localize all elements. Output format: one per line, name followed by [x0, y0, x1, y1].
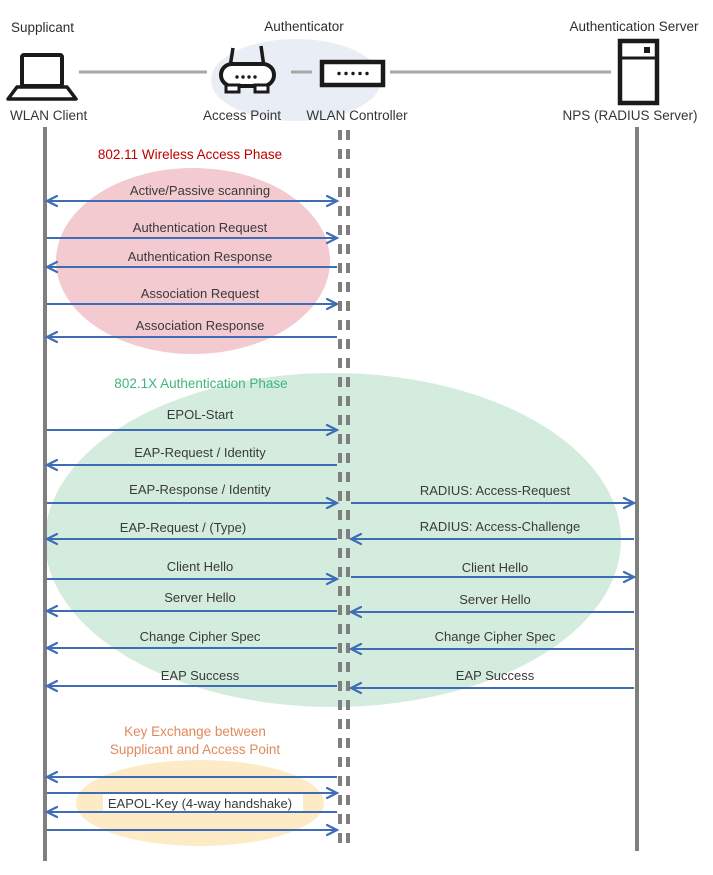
device-label-radius-server: NPS (RADIUS Server)	[562, 108, 698, 123]
arrowhead-left-icon	[44, 805, 59, 819]
access-point-icon	[219, 45, 276, 94]
role-authenticator: Authenticator	[264, 19, 344, 34]
message-label: Server Hello	[459, 592, 531, 607]
message-label: EAP Success	[455, 668, 535, 683]
message-label: Association Request	[140, 286, 260, 301]
phase1-ellipse	[56, 168, 330, 354]
phase2-title: 802.1X Authentication Phase	[114, 376, 288, 391]
message-label: Authentication Request	[132, 220, 268, 235]
message-label: Change Cipher Spec	[434, 629, 556, 644]
arrowhead-right-icon	[325, 194, 340, 208]
eapol-key-label-box	[103, 794, 303, 813]
arrowhead-left-icon	[348, 532, 363, 546]
arrowhead-right-icon	[325, 231, 340, 245]
server-icon	[617, 38, 660, 106]
message-label: Active/Passive scanning	[129, 183, 271, 198]
message-label: RADIUS: Access-Challenge	[419, 519, 581, 534]
phase1-title: 802.11 Wireless Access Phase	[97, 147, 283, 162]
arrowhead-left-icon	[348, 642, 363, 656]
arrowhead-left-icon	[44, 532, 59, 546]
arrowhead-right-icon	[325, 423, 340, 437]
message-label: EAPOL-Key (4-way handshake)	[107, 796, 293, 811]
message-label: Authentication Response	[127, 249, 273, 264]
phase3-title-line1: Key Exchange between	[124, 724, 266, 739]
arrowhead-left-icon	[44, 194, 59, 208]
arrowhead-left-icon	[44, 604, 59, 618]
arrowhead-left-icon	[44, 641, 59, 655]
arrowhead-left-icon	[348, 605, 363, 619]
message-label: EAP-Request / (Type)	[119, 520, 247, 535]
arrowhead-left-icon	[44, 458, 59, 472]
message-label: Server Hello	[164, 590, 236, 605]
arrowhead-left-icon	[44, 770, 59, 784]
arrowhead-right-icon	[325, 297, 340, 311]
device-label-wlan-controller: WLAN Controller	[306, 108, 408, 123]
message-label: EAP-Request / Identity	[134, 445, 266, 460]
arrowhead-right-icon	[325, 496, 340, 510]
arrowhead-right-icon	[325, 823, 340, 837]
message-label: Change Cipher Spec	[139, 629, 261, 644]
message-label: RADIUS: Access-Request	[419, 483, 571, 498]
wlan-controller-icon	[319, 59, 386, 88]
arrowhead-right-icon	[325, 572, 340, 586]
arrowhead-left-icon	[44, 330, 59, 344]
message-label: EAP Success	[160, 668, 240, 683]
arrowhead-left-icon	[44, 679, 59, 693]
laptop-icon	[6, 53, 78, 101]
message-label: EPOL-Start	[166, 407, 234, 422]
message-arrows	[44, 194, 637, 837]
role-supplicant: Supplicant	[11, 20, 75, 35]
arrowhead-right-icon	[325, 786, 340, 800]
message-label: EAP-Response / Identity	[129, 482, 271, 497]
message-label: Association Response	[135, 318, 265, 333]
arrowhead-left-icon	[44, 260, 59, 274]
device-label-access-point: Access Point	[202, 108, 282, 123]
message-label: Client Hello	[461, 560, 529, 575]
authenticator-highlight-ellipse	[211, 39, 381, 121]
arrowhead-left-icon	[348, 681, 363, 695]
arrowhead-right-icon	[622, 570, 637, 584]
message-label: Client Hello	[166, 559, 234, 574]
phase3-title: Key Exchange between Supplicant and Acce…	[110, 723, 280, 759]
arrowhead-right-icon	[622, 496, 637, 510]
phase3-title-line2: Supplicant and Access Point	[109, 742, 281, 757]
role-authentication-server: Authentication Server	[569, 19, 699, 34]
device-label-wlan-client: WLAN Client	[10, 108, 88, 123]
